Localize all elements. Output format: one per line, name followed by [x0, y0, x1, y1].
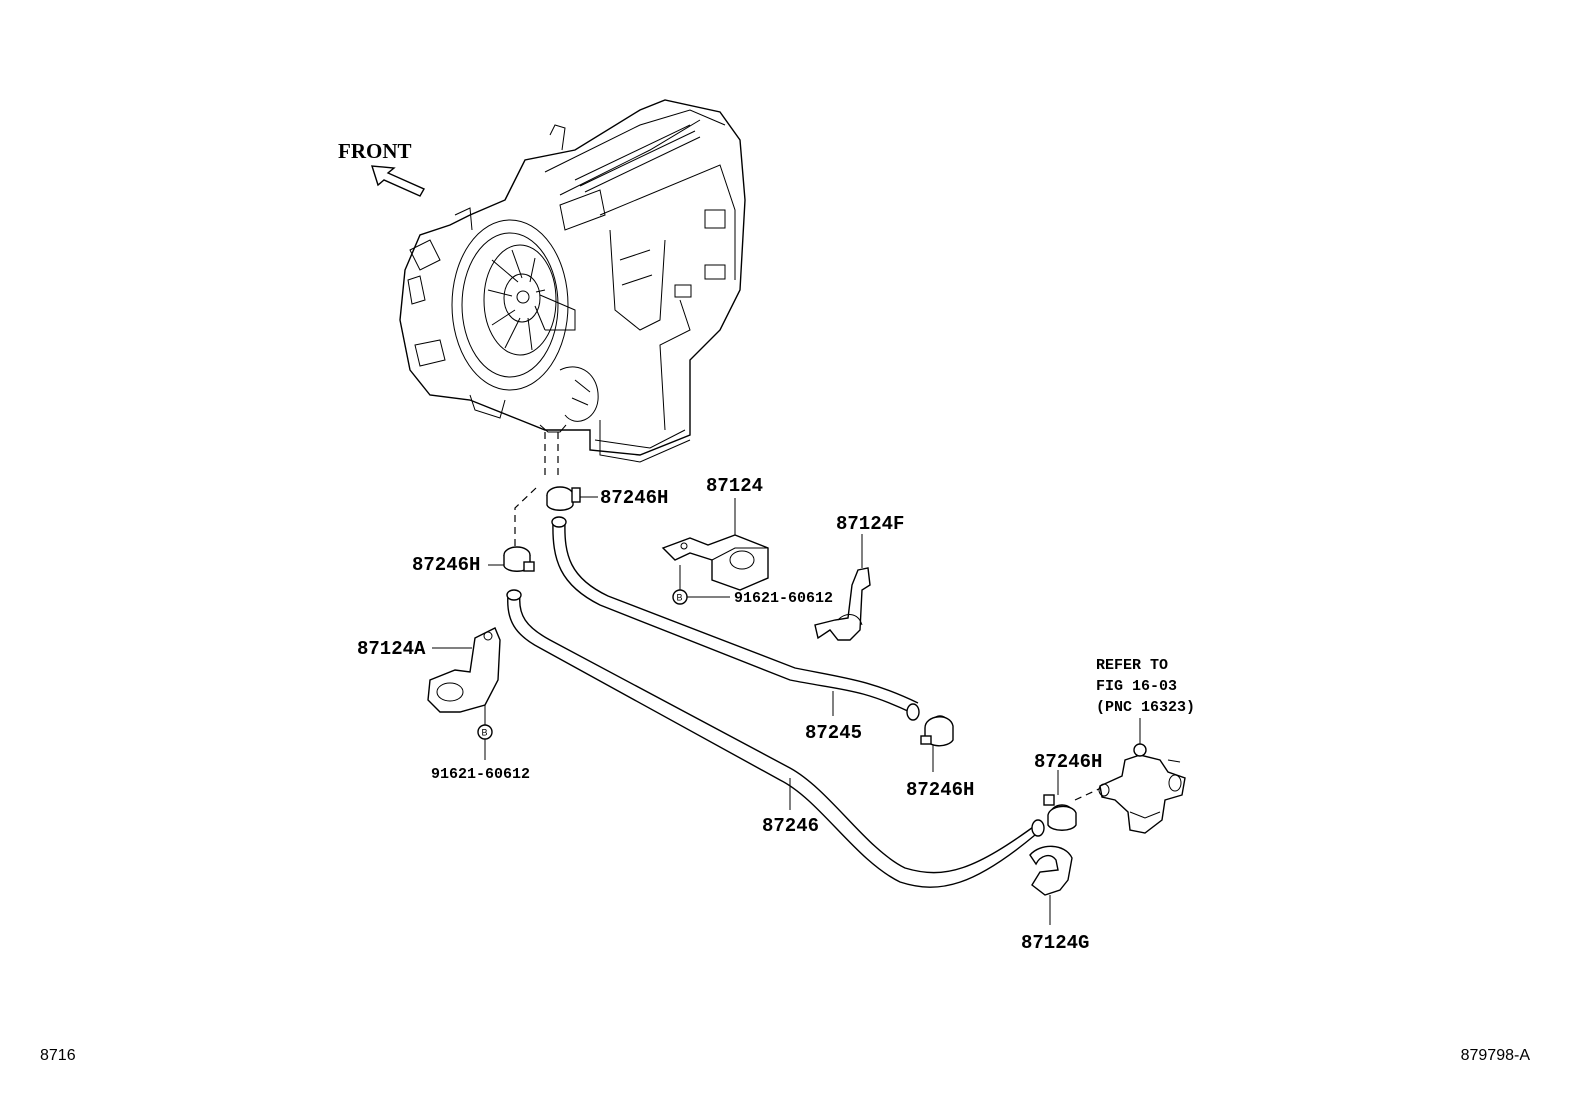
clamp-87246h-mid [920, 715, 954, 747]
bolt-marker-upper: B [672, 589, 688, 605]
label-87246: 87246 [762, 815, 819, 837]
bolt-upper-mark: B [677, 593, 683, 603]
front-label: FRONT [338, 139, 412, 163]
hose-87246-end-right [1031, 819, 1045, 837]
reference-line-3: (PNC 16323) [1096, 699, 1195, 716]
label-87246h-left: 87246H [412, 554, 480, 576]
hose-87246 [507, 594, 1041, 888]
hose-87245-end-top [551, 516, 567, 528]
clamp-87246h-top [546, 486, 581, 511]
heater-unit-assembly [399, 99, 746, 463]
footer-figure-number: 8716 [40, 1047, 76, 1064]
water-valve-fitting [1098, 743, 1186, 834]
hose-87246-end-top [506, 589, 522, 601]
reference-line-2: FIG 16-03 [1096, 678, 1177, 695]
callout-labels: 87246H 87246H 87246H 87246H 87124 87124F… [357, 475, 1102, 954]
label-87246h-top: 87246H [600, 487, 668, 509]
label-87124: 87124 [706, 475, 763, 497]
front-direction-arrow-icon [371, 165, 425, 197]
clamp-87246h-right [1043, 794, 1077, 831]
label-87124f: 87124F [836, 513, 904, 535]
leader-lines [432, 496, 1141, 925]
bracket-87124 [661, 534, 769, 591]
footer-illustration-id: 879798-A [1461, 1047, 1531, 1064]
hose-87245-end-right [906, 703, 920, 721]
bracket-87124f [814, 567, 871, 641]
label-87124a: 87124A [357, 638, 426, 660]
bolt-marker-lower: B [477, 724, 493, 740]
bracket-87124a [427, 627, 501, 713]
label-87245: 87245 [805, 722, 862, 744]
label-87246h-right: 87246H [1034, 751, 1102, 773]
label-87246h-mid: 87246H [906, 779, 974, 801]
front-indicator: FRONT [338, 139, 425, 197]
reference-line-1: REFER TO [1096, 657, 1168, 674]
connection-lines [514, 432, 1113, 801]
reference-note: REFER TO FIG 16-03 (PNC 16323) [1096, 657, 1195, 716]
bracket-87124g [1029, 845, 1073, 896]
label-bolt-lower: 91621-60612 [431, 766, 530, 783]
clamp-87246h-left [503, 546, 535, 572]
label-bolt-upper: 91621-60612 [734, 590, 833, 607]
bolt-lower-mark: B [482, 728, 488, 738]
hose-87245 [552, 521, 919, 714]
label-87124g: 87124G [1021, 932, 1089, 954]
